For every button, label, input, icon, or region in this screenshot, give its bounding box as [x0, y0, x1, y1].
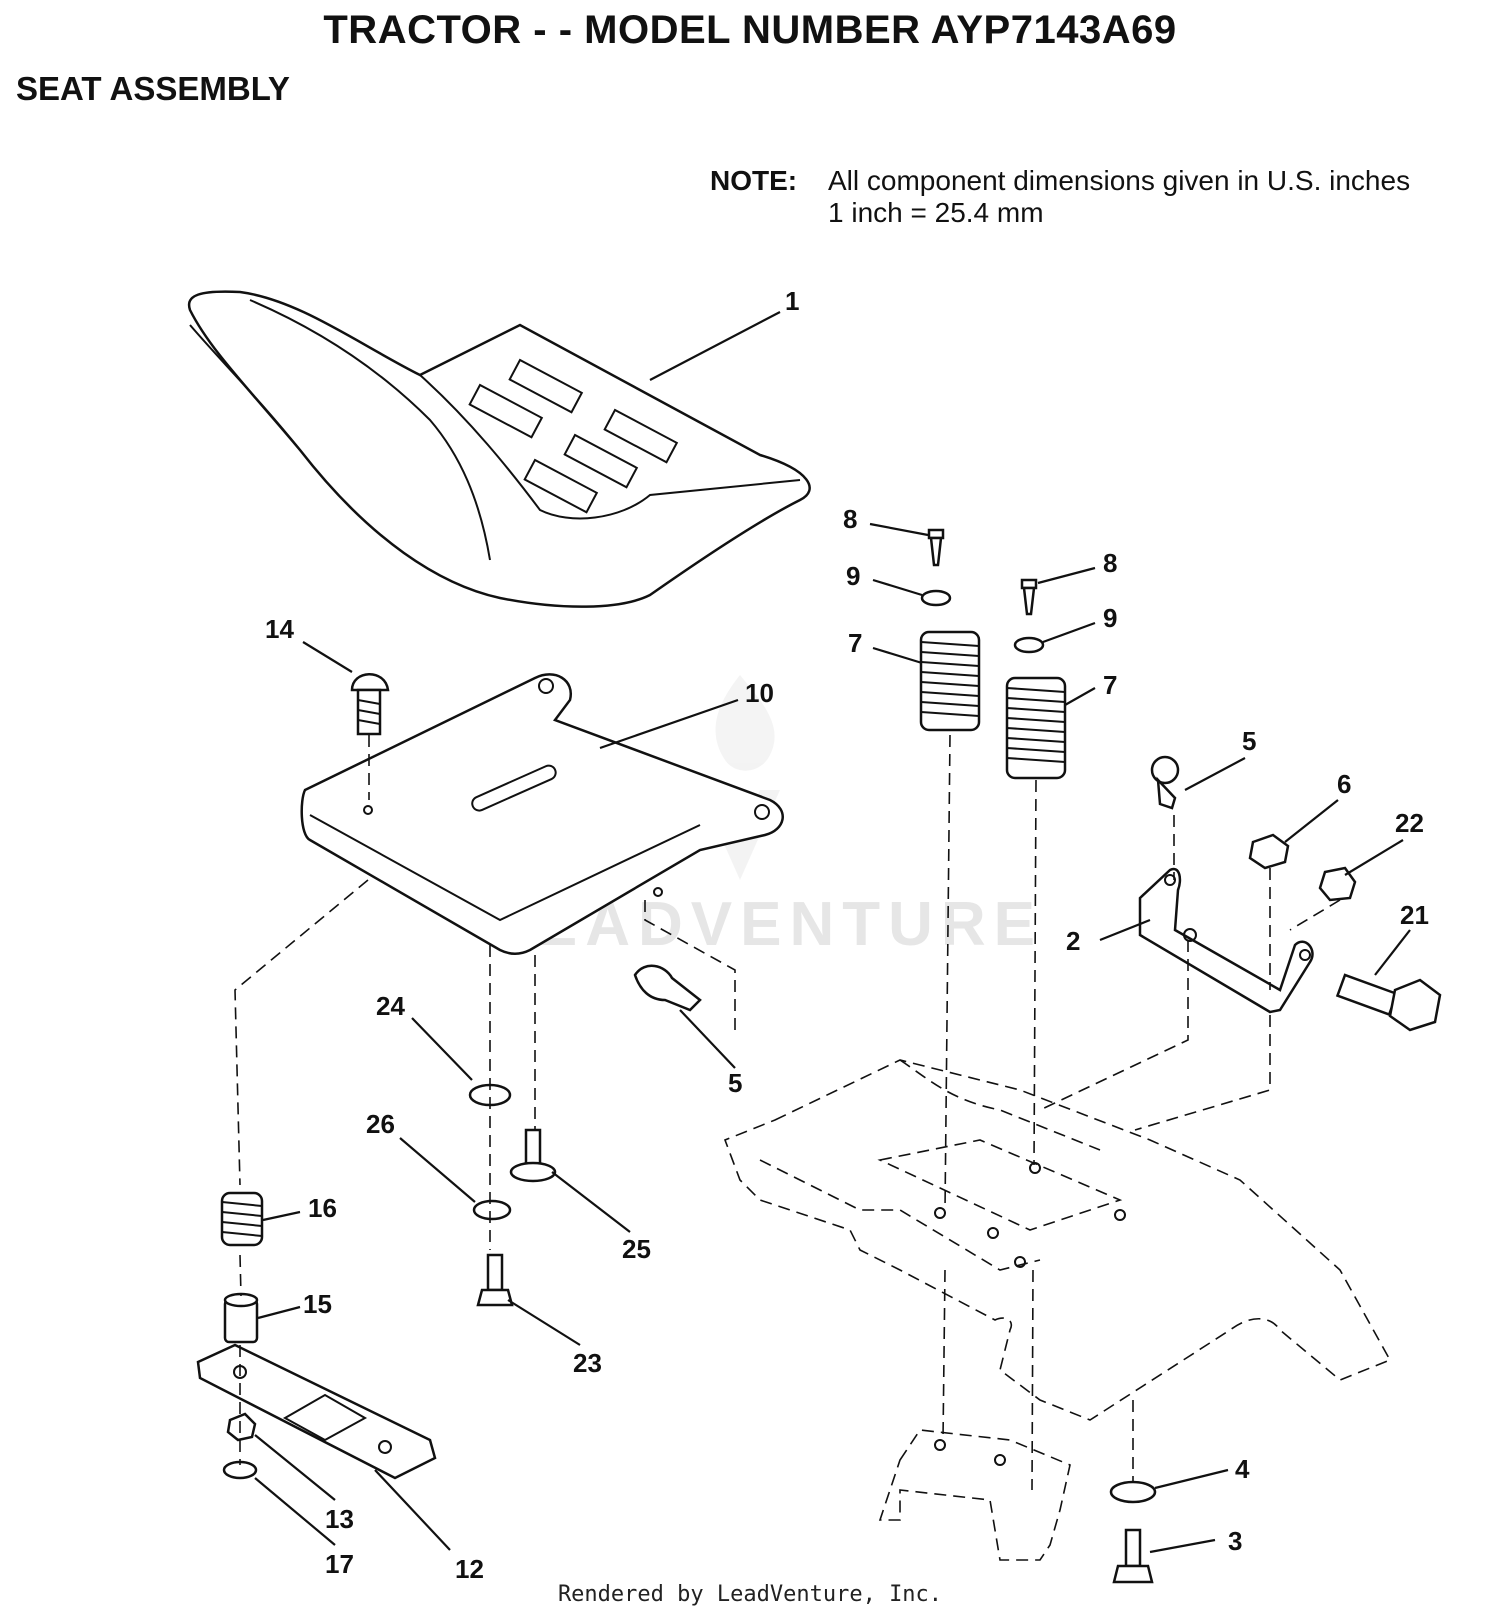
- callout-25: 25: [622, 1234, 651, 1264]
- seat-bracket: [1138, 867, 1314, 1014]
- footer-credit: Rendered by LeadVenture, Inc.: [557, 1582, 943, 1607]
- note-label: NOTE:: [710, 165, 798, 196]
- page-title: TRACTOR - - MODEL NUMBER AYP7143A69: [323, 8, 1177, 52]
- leader-lines: [254, 311, 1411, 1554]
- frame-washer: [1109, 1480, 1157, 1504]
- alignment-lines: [234, 734, 1341, 1491]
- callout-9-right: 9: [1103, 603, 1117, 633]
- screw-right: [1020, 578, 1038, 616]
- callout-22: 22: [1395, 808, 1424, 838]
- spacer: [223, 1292, 259, 1344]
- callout-21: 21: [1400, 900, 1429, 930]
- spring-right: [1005, 676, 1067, 780]
- dimension-note: NOTE: All component dimensions given in U…: [710, 165, 1410, 229]
- washer-left: [920, 589, 952, 607]
- callout-12: 12: [455, 1554, 484, 1584]
- seat-pan: [300, 673, 784, 955]
- callout-17: 17: [325, 1549, 354, 1579]
- tractor-frame: [723, 1059, 1392, 1561]
- seat: [187, 290, 811, 608]
- callout-5-upper: 5: [1242, 726, 1256, 756]
- callout-4: 4: [1235, 1454, 1250, 1484]
- shoulder-bolt: [1335, 973, 1442, 1032]
- carriage-bolt: [350, 673, 390, 736]
- callout-8-left: 8: [843, 504, 857, 534]
- callout-7-left: 7: [848, 628, 862, 658]
- note-line-1: All component dimensions given in U.S. i…: [828, 165, 1411, 196]
- clip-upper: [1150, 755, 1180, 810]
- callout-23: 23: [573, 1348, 602, 1378]
- small-spring: [220, 1191, 264, 1247]
- callout-16: 16: [308, 1193, 337, 1223]
- callout-26: 26: [366, 1109, 395, 1139]
- callout-5-lower: 5: [728, 1068, 742, 1098]
- callout-8-right: 8: [1103, 548, 1117, 578]
- seat-rail: [196, 1343, 437, 1480]
- callout-9-left: 9: [846, 561, 860, 591]
- callout-13: 13: [325, 1504, 354, 1534]
- callout-6: 6: [1337, 769, 1351, 799]
- callout-24: 24: [376, 991, 405, 1021]
- callout-10: 10: [745, 678, 774, 708]
- callout-3: 3: [1228, 1526, 1242, 1556]
- callout-2: 2: [1066, 926, 1080, 956]
- lock-nut: [1248, 833, 1290, 870]
- spring-left: [919, 630, 981, 732]
- flat-washer-lower: [472, 1199, 512, 1221]
- shoulder-screw: [509, 1128, 557, 1183]
- note-line-2: 1 inch = 25.4 mm: [828, 197, 1044, 228]
- callout-14: 14: [265, 614, 294, 644]
- screw-left: [927, 528, 945, 567]
- callout-15: 15: [303, 1289, 332, 1319]
- hex-bolt: [476, 1253, 514, 1307]
- nut: [226, 1412, 257, 1442]
- washer-right: [1013, 636, 1045, 654]
- frame-bolt: [1112, 1528, 1154, 1584]
- callout-labels: 1 8 8 9 9 7 7 14 10 5 6 22 2 21 5 24 26 …: [265, 286, 1429, 1584]
- callout-7-right: 7: [1103, 670, 1117, 700]
- section-title: SEAT ASSEMBLY: [16, 70, 290, 107]
- clip-lower: [633, 964, 702, 1012]
- callout-1: 1: [785, 286, 799, 316]
- hex-nut: [1318, 866, 1357, 902]
